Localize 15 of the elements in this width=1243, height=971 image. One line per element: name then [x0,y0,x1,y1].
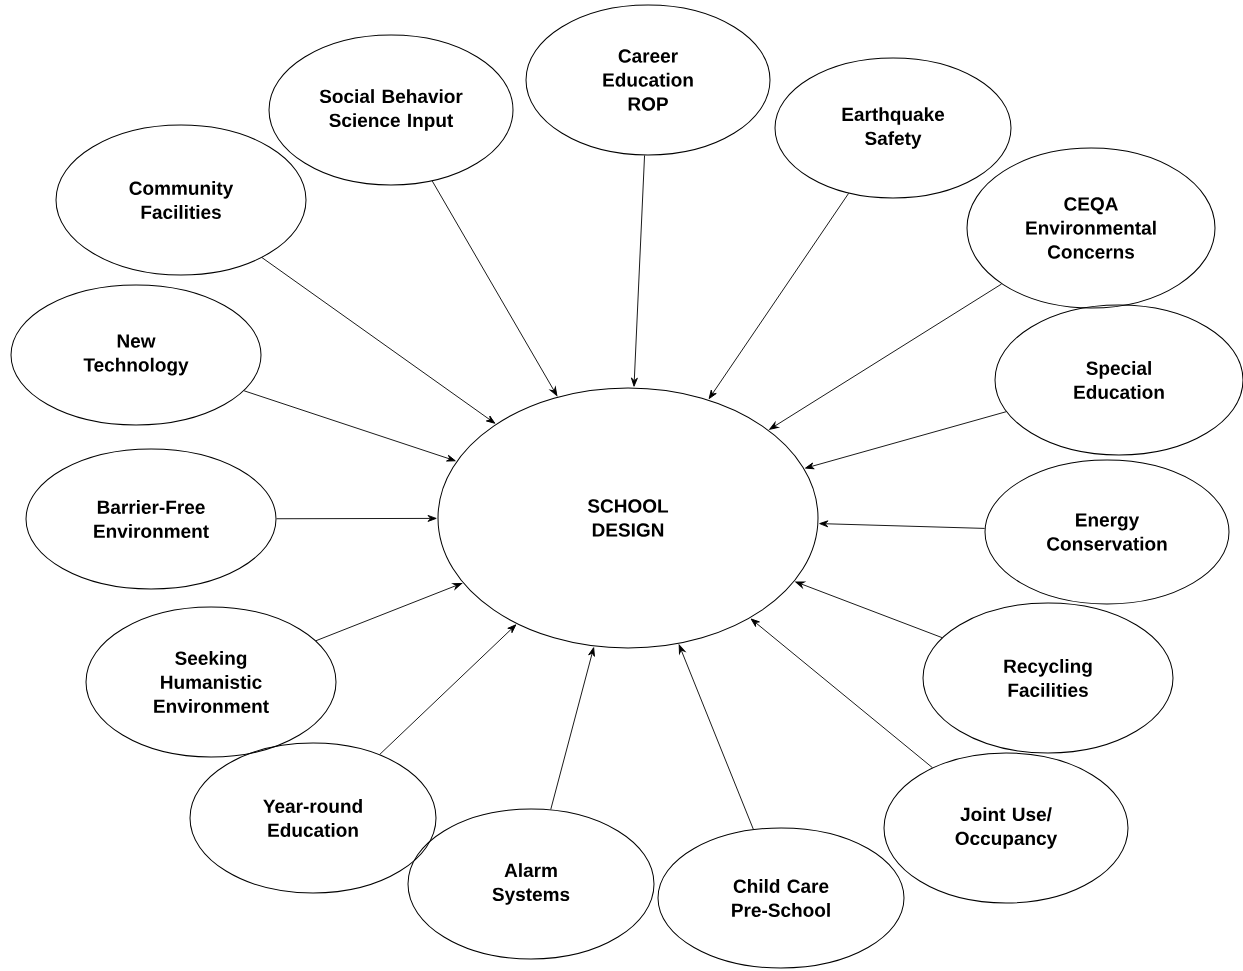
arrow [819,520,986,529]
arrow [261,257,496,424]
arrow [769,283,1003,430]
arrow [379,624,517,755]
arrow [431,180,558,397]
arrow [630,155,645,387]
arrow [315,583,463,642]
arrow [550,647,595,810]
arrow [243,390,456,462]
arrow [678,644,754,830]
arrow [795,581,943,639]
arrow [750,618,933,769]
arrow [805,411,1007,470]
arrow [708,192,850,400]
arrow [276,514,437,522]
